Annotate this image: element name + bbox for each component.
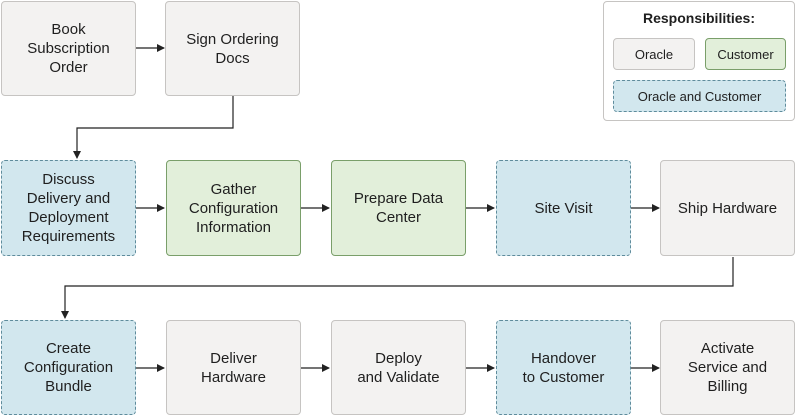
- step-deliver-hardware: Deliver Hardware: [166, 320, 301, 415]
- step-book-subscription-order: Book Subscription Order: [1, 1, 136, 96]
- legend-title: Responsibilities:: [642, 10, 756, 26]
- step-create-configuration-bundle: Create Configuration Bundle: [1, 320, 136, 415]
- step-activate-service-billing: Activate Service and Billing: [660, 320, 795, 415]
- step-sign-ordering-docs: Sign Ordering Docs: [165, 1, 300, 96]
- step-discuss-requirements: Discuss Delivery and Deployment Requirem…: [1, 160, 136, 256]
- legend-oracle: Oracle: [613, 38, 695, 70]
- step-deploy-and-validate: Deploy and Validate: [331, 320, 466, 415]
- responsibilities-legend: Responsibilities: Oracle Customer Oracle…: [603, 1, 795, 121]
- arrow-sign-to-discuss: [73, 96, 234, 159]
- step-gather-configuration: Gather Configuration Information: [166, 160, 301, 256]
- arrow-ship-to-create: [61, 257, 734, 319]
- step-site-visit: Site Visit: [496, 160, 631, 256]
- step-prepare-data-center: Prepare Data Center: [331, 160, 466, 256]
- legend-customer: Customer: [705, 38, 786, 70]
- step-handover-to-customer: Handover to Customer: [496, 320, 631, 415]
- legend-oracle-and-customer: Oracle and Customer: [613, 80, 786, 112]
- step-ship-hardware: Ship Hardware: [660, 160, 795, 256]
